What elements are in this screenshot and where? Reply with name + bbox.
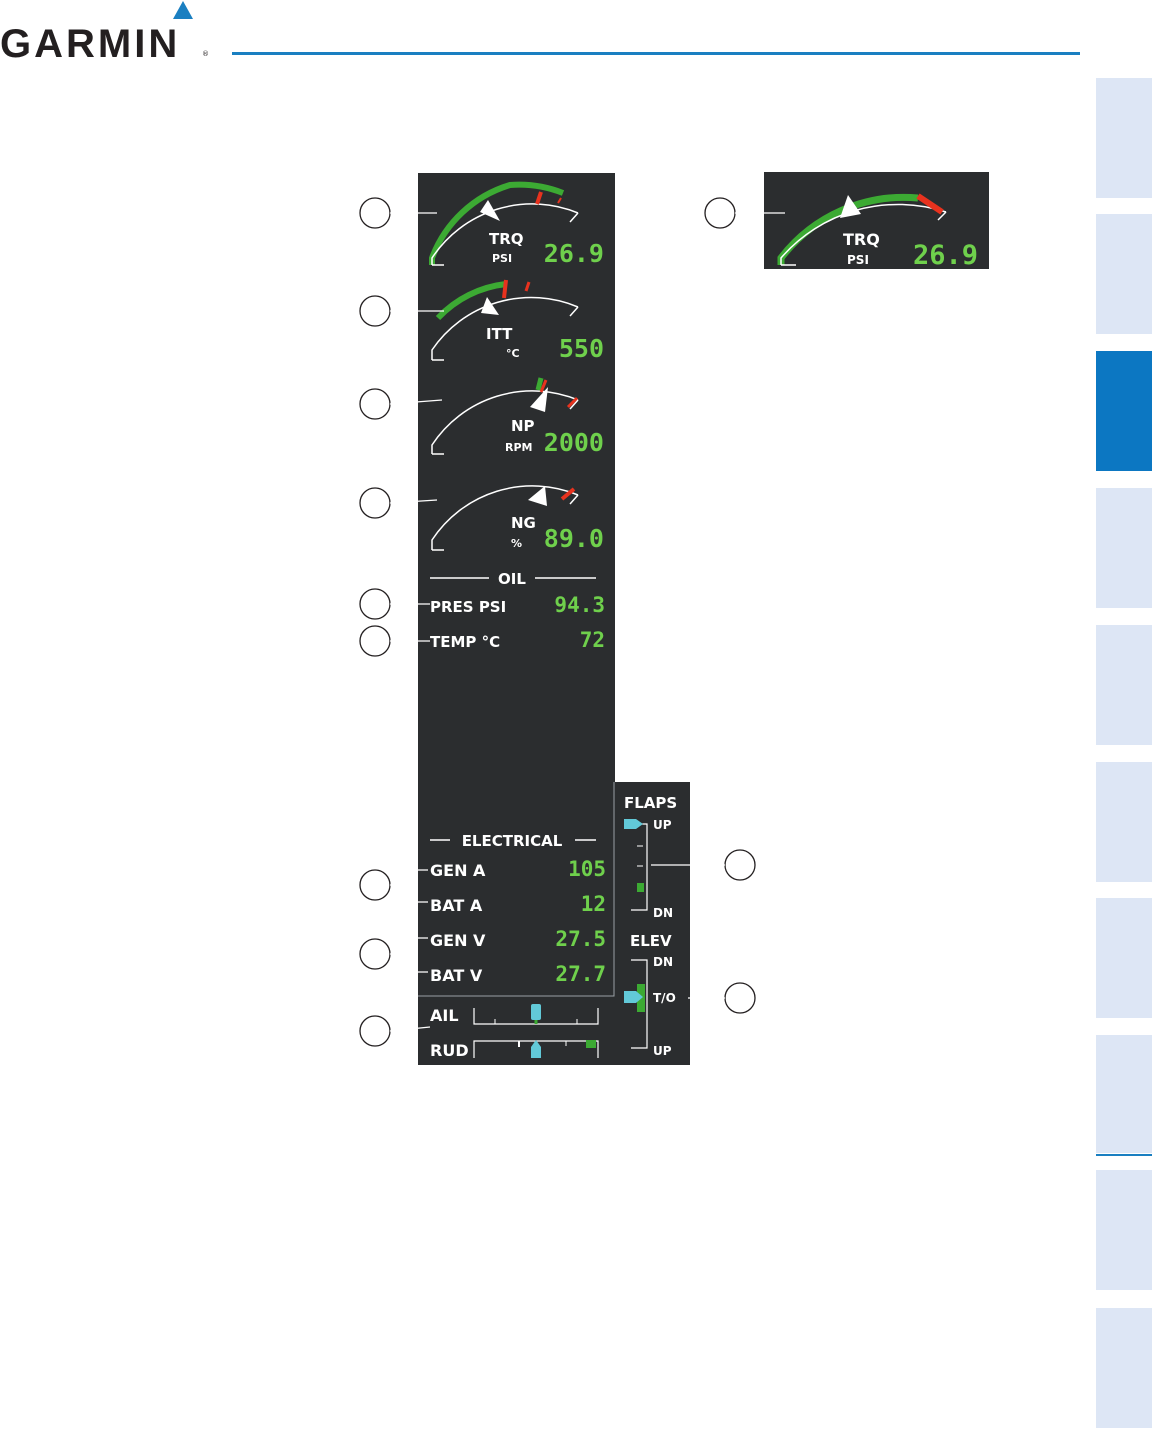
ail-trim-pointer — [531, 1004, 541, 1020]
rud-label: RUD — [430, 1041, 469, 1060]
header-rule — [232, 52, 1080, 55]
section-tab-divider — [1096, 1154, 1152, 1156]
gen-a-value: 105 — [568, 857, 606, 881]
elev-dn-label: DN — [653, 955, 673, 969]
oil-pres-label: PRES PSI — [430, 598, 506, 616]
rud-trim-scale — [473, 1040, 599, 1058]
callout-oil-temp — [359, 625, 391, 657]
rud-trim-pointer — [531, 1040, 541, 1058]
ail-label: AIL — [430, 1006, 459, 1025]
callout-amps — [359, 869, 391, 901]
garmin-delta-icon — [173, 1, 193, 19]
section-tab-4[interactable] — [1096, 488, 1152, 608]
np-unit: RPM — [505, 441, 532, 454]
trq-inset-gauge — [777, 193, 947, 266]
trq-pointer — [480, 200, 500, 221]
trq-inset-label: TRQ — [843, 230, 880, 249]
trq-inset-unit: PSI — [847, 253, 869, 267]
flaps-indicator — [624, 819, 648, 911]
np-gauge — [431, 377, 579, 455]
itt-unit: °C — [506, 347, 520, 360]
bat-v-value: 27.7 — [555, 962, 606, 986]
callouts — [359, 197, 756, 1047]
callout-oil-pres — [359, 588, 391, 620]
registered-mark: ® — [202, 50, 209, 58]
oil-temp-label: TEMP °C — [430, 633, 500, 651]
trq-label: TRQ — [489, 230, 524, 248]
np-pointer — [530, 387, 548, 412]
eis-panel — [418, 173, 615, 1065]
section-tab-5[interactable] — [1096, 625, 1152, 745]
section-tab-7[interactable] — [1096, 898, 1152, 1018]
flaps-up-label: UP — [653, 818, 672, 832]
elev-trim-indicator — [624, 959, 648, 1049]
trq-inset-value: 26.9 — [913, 240, 978, 271]
elev-trim-pointer — [624, 991, 643, 1003]
section-tab-2[interactable] — [1096, 214, 1152, 334]
ng-value: 89.0 — [544, 524, 604, 553]
callout-np — [359, 388, 391, 420]
gen-v-label: GEN V — [430, 931, 486, 950]
bat-a-label: BAT A — [430, 896, 483, 915]
np-label: NP — [511, 417, 535, 435]
bat-v-label: BAT V — [430, 966, 483, 985]
itt-value: 550 — [559, 334, 604, 363]
section-tab-9[interactable] — [1096, 1170, 1152, 1290]
section-tab-3[interactable] — [1096, 351, 1152, 471]
itt-gauge — [431, 279, 579, 361]
itt-label: ITT — [486, 325, 513, 343]
callout-flaps — [724, 849, 756, 881]
trq-gauge — [429, 181, 579, 266]
trq-unit: PSI — [492, 252, 512, 265]
section-tab-1[interactable] — [1096, 78, 1152, 198]
callout-itt — [359, 295, 391, 327]
callout-ng — [359, 487, 391, 519]
elev-to-label: T/O — [653, 991, 676, 1005]
ng-unit: % — [511, 537, 522, 550]
np-value: 2000 — [544, 428, 604, 457]
section-tab-8[interactable] — [1096, 1035, 1152, 1153]
callout-trq — [359, 197, 391, 229]
section-tab-10[interactable] — [1096, 1308, 1152, 1428]
section-tab-6[interactable] — [1096, 762, 1152, 882]
ng-pointer — [528, 486, 547, 506]
gen-a-label: GEN A — [430, 861, 486, 880]
garmin-logo: GARMIN — [0, 22, 180, 67]
elev-title: ELEV — [630, 932, 672, 950]
callout-elev-trim — [724, 982, 756, 1014]
ng-label: NG — [511, 514, 536, 532]
trq-inset-panel — [764, 172, 989, 269]
gen-v-value: 27.5 — [555, 927, 606, 951]
trq-value: 26.9 — [544, 239, 604, 268]
elev-up-label: UP — [653, 1044, 672, 1058]
oil-pres-value: 94.3 — [554, 593, 605, 617]
trq-inset-pointer — [840, 195, 861, 218]
ng-gauge — [431, 485, 579, 551]
oil-title: OIL — [498, 570, 526, 588]
callout-ail-rud-trim — [359, 1015, 391, 1047]
brand-wordmark: GARMIN — [0, 22, 181, 66]
ail-trim-scale — [473, 1004, 599, 1025]
bat-a-value: 12 — [581, 892, 606, 916]
flaps-dn-label: DN — [653, 906, 673, 920]
callout-volts — [359, 938, 391, 970]
flaps-pointer — [624, 819, 643, 829]
electrical-title: ELECTRICAL — [462, 832, 563, 850]
itt-pointer — [481, 297, 499, 315]
flaps-title: FLAPS — [624, 794, 677, 812]
callout-trq-inset — [704, 197, 736, 229]
oil-temp-value: 72 — [580, 628, 605, 652]
trim-panel — [614, 782, 690, 1065]
